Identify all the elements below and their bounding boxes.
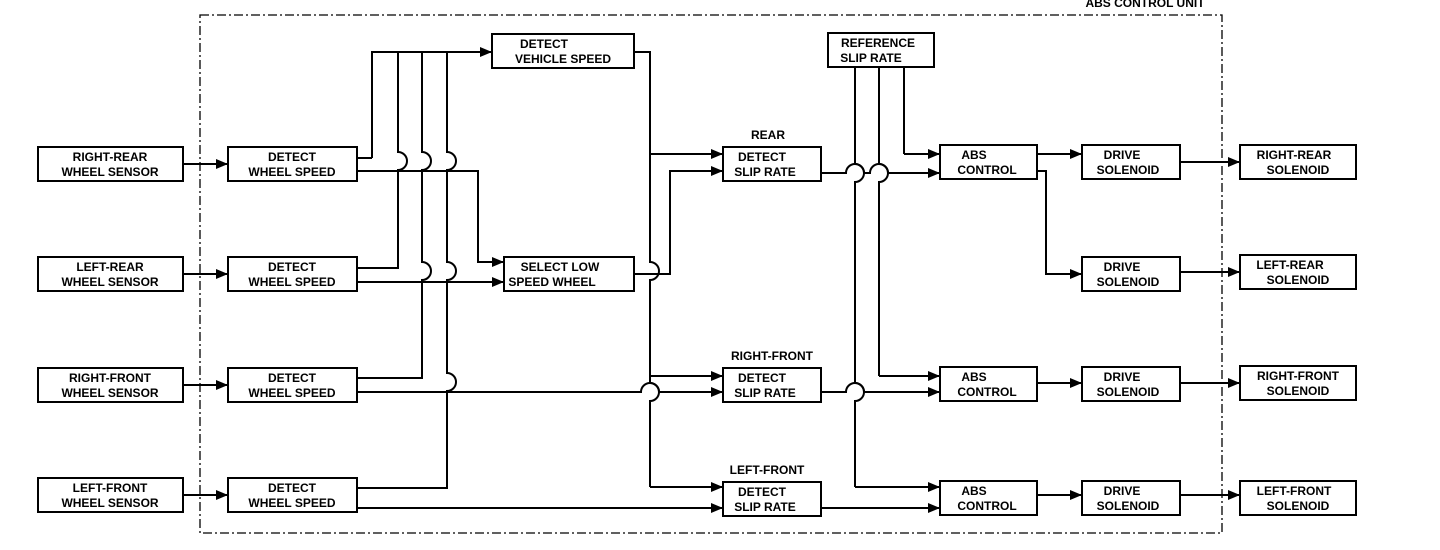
box-line-1: DETECT (738, 371, 787, 385)
box-line-1: DETECT (268, 371, 317, 385)
abs-control-lf: ABS CONTROL (939, 480, 1038, 516)
solenoid-left-front: LEFT-FRONT SOLENOID (1239, 480, 1357, 516)
drive-solenoid-rr: DRIVE SOLENOID (1081, 144, 1181, 180)
box-line-2: SLIP RATE (734, 500, 796, 514)
left-front-label: LEFT-FRONT (730, 463, 805, 477)
solenoid-left-rear: LEFT-REAR SOLENOID (1239, 254, 1357, 290)
box-line-2: SLIP RATE (734, 165, 796, 179)
box-line-2: SOLENOID (1267, 499, 1330, 513)
wheel-sensor-left-rear: LEFT-REAR WHEEL SENSOR (37, 256, 184, 292)
detect-wheel-speed-lr: DETECT WHEEL SPEED (227, 256, 358, 292)
box-line-2: SOLENOID (1097, 163, 1160, 177)
detect-wheel-speed-rf: DETECT WHEEL SPEED (227, 367, 358, 403)
wheel-sensor-left-front: LEFT-FRONT WHEEL SENSOR (37, 477, 184, 513)
box-line-1: ABS (961, 148, 986, 162)
box-line-2: SPEED WHEEL (508, 275, 595, 289)
box-line-1: LEFT-FRONT (1257, 484, 1332, 498)
box-line-1: REFERENCE (841, 36, 915, 50)
box-line-1: ABS (961, 484, 986, 498)
box-line-2: CONTROL (957, 385, 1016, 399)
detect-slip-rate-lf: DETECT SLIP RATE (722, 481, 822, 517)
box-line-1: LEFT-REAR (1256, 258, 1324, 272)
box-line-1: DRIVE (1104, 260, 1141, 274)
box-line-2: SOLENOID (1267, 273, 1330, 287)
box-line-2: SOLENOID (1097, 499, 1160, 513)
box-line-2: VEHICLE SPEED (515, 52, 611, 66)
box-line-2: WHEEL SENSOR (61, 165, 158, 179)
box-line-1: RIGHT-REAR (1257, 148, 1332, 162)
box-line-1: ABS (961, 370, 986, 384)
box-line-1: LEFT-REAR (76, 260, 144, 274)
solenoid-right-rear: RIGHT-REAR SOLENOID (1239, 144, 1357, 180)
box-line-1: LEFT-FRONT (73, 481, 148, 495)
select-low-speed-wheel: SELECT LOW SPEED WHEEL (503, 256, 635, 292)
box-line-2: WHEEL SPEED (248, 496, 335, 510)
box-line-2: CONTROL (957, 163, 1016, 177)
rear-label: REAR (751, 128, 785, 142)
box-line-1: DETECT (268, 481, 317, 495)
box-line-1: RIGHT-FRONT (1257, 369, 1340, 383)
detect-wheel-speed-lf: DETECT WHEEL SPEED (227, 477, 358, 513)
abs-control-unit-label: ABS CONTROL UNIT (1085, 0, 1205, 10)
abs-control-rf: ABS CONTROL (939, 366, 1038, 402)
box-line-2: WHEEL SENSOR (61, 496, 158, 510)
abs-control-unit-boundary (199, 14, 1223, 534)
drive-solenoid-rf: DRIVE SOLENOID (1081, 366, 1181, 402)
box-line-1: DRIVE (1104, 148, 1141, 162)
box-line-2: WHEEL SPEED (248, 165, 335, 179)
box-line-1: DETECT (520, 37, 569, 51)
box-line-1: DETECT (738, 485, 787, 499)
detect-slip-rate-rf: DETECT SLIP RATE (722, 367, 822, 403)
drive-solenoid-lf: DRIVE SOLENOID (1081, 480, 1181, 516)
wheel-sensor-right-rear: RIGHT-REAR WHEEL SENSOR (37, 146, 184, 182)
box-line-2: SLIP RATE (840, 51, 902, 65)
wheel-sensor-right-front: RIGHT-FRONT WHEEL SENSOR (37, 367, 184, 403)
abs-control-rear: ABS CONTROL (939, 144, 1038, 180)
solenoid-right-front: RIGHT-FRONT SOLENOID (1239, 365, 1357, 401)
right-front-label: RIGHT-FRONT (731, 349, 814, 363)
box-line-2: SLIP RATE (734, 386, 796, 400)
box-line-2: SOLENOID (1267, 163, 1330, 177)
box-line-1: RIGHT-REAR (73, 150, 148, 164)
box-line-2: WHEEL SPEED (248, 386, 335, 400)
drive-solenoid-lr: DRIVE SOLENOID (1081, 256, 1181, 292)
box-line-1: DETECT (268, 150, 317, 164)
box-line-2: WHEEL SENSOR (61, 275, 158, 289)
detect-slip-rate-rear: DETECT SLIP RATE (722, 146, 822, 182)
connector-lines (183, 47, 1240, 513)
box-line-1: DETECT (738, 150, 787, 164)
detect-vehicle-speed: DETECT VEHICLE SPEED (491, 33, 635, 69)
box-line-2: SOLENOID (1097, 385, 1160, 399)
box-line-1: DRIVE (1104, 370, 1141, 384)
box-line-1: DETECT (268, 260, 317, 274)
box-line-2: SOLENOID (1267, 384, 1330, 398)
box-line-2: SOLENOID (1097, 275, 1160, 289)
box-line-2: CONTROL (957, 499, 1016, 513)
detect-wheel-speed-rr: DETECT WHEEL SPEED (227, 146, 358, 182)
box-line-1: DRIVE (1104, 484, 1141, 498)
box-line-2: WHEEL SENSOR (61, 386, 158, 400)
box-line-1: RIGHT-FRONT (69, 371, 152, 385)
box-line-2: WHEEL SPEED (248, 275, 335, 289)
box-line-1: SELECT LOW (521, 260, 600, 274)
reference-slip-rate: REFERENCE SLIP RATE (827, 32, 935, 68)
